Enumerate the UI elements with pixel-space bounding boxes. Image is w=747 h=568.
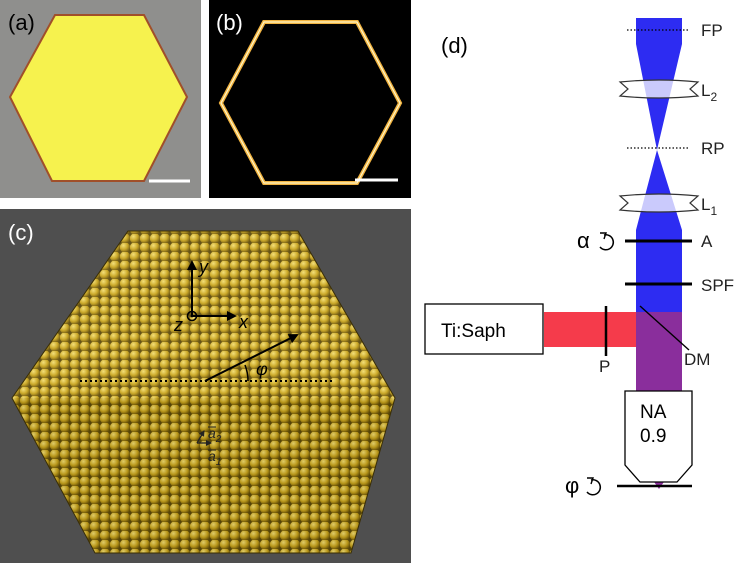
spf-label: SPF [701,276,734,295]
dichroic-mirror [639,305,690,351]
panel-a-label: (a) [8,10,35,35]
alpha-label: α [577,228,590,253]
phi-rotation-icon [586,479,602,496]
panel-b-background [209,0,411,198]
rp-label: RP [701,139,725,158]
panel-c: y x z φ a2 a1 (c) [0,209,411,563]
ti-sapphire-laser [424,303,544,355]
lens-l2 [618,79,700,99]
polarization-arrow [204,334,299,382]
y-axis-label: y [197,257,209,277]
phi-rotation-label: φ [565,473,579,498]
panel-b-label: (b) [216,10,243,35]
red-laser-beam [544,312,640,347]
crystal-outline [11,230,396,554]
analyzer-label: A [701,232,713,251]
z-axis-label: z [173,315,183,335]
phi-angle-label: φ [256,359,268,379]
objective-lens [624,390,693,483]
alpha-rotation-icon [599,234,615,251]
dm-label: DM [684,350,710,369]
x-axis-label: x [238,312,249,332]
lens-l1 [618,193,700,213]
polarizer-label: P [599,357,610,376]
l1-label: L1 [701,195,717,218]
objective-na-value: 0.9 [640,426,666,447]
panel-d-label: (d) [441,33,468,58]
panel-c-label: (c) [8,220,34,245]
atomic-crystal [12,231,395,553]
purple-beam [636,312,682,394]
a1-label: a1 [208,448,221,468]
fp-label: FP [701,21,723,40]
objective-na-label: NA [640,402,667,423]
angle-arc [244,364,249,382]
laser-label: Ti:Saph [441,321,506,342]
panel-b: (b) [209,0,411,198]
blue-beam [636,18,682,340]
lattice-vector-a2 [196,430,205,444]
gold-flake-darkfield-edge-highlight [220,21,401,184]
z-axis-symbol [186,310,198,322]
gold-flake-brightfield [8,14,189,182]
panel-a: (a) [0,0,201,198]
crystal-shading [12,231,395,553]
panel-d: (d) FP L2 RP L1 A α SPF Ti:Saph [424,18,734,498]
l2-label: L2 [701,81,717,104]
a2-label: a2 [208,425,222,445]
